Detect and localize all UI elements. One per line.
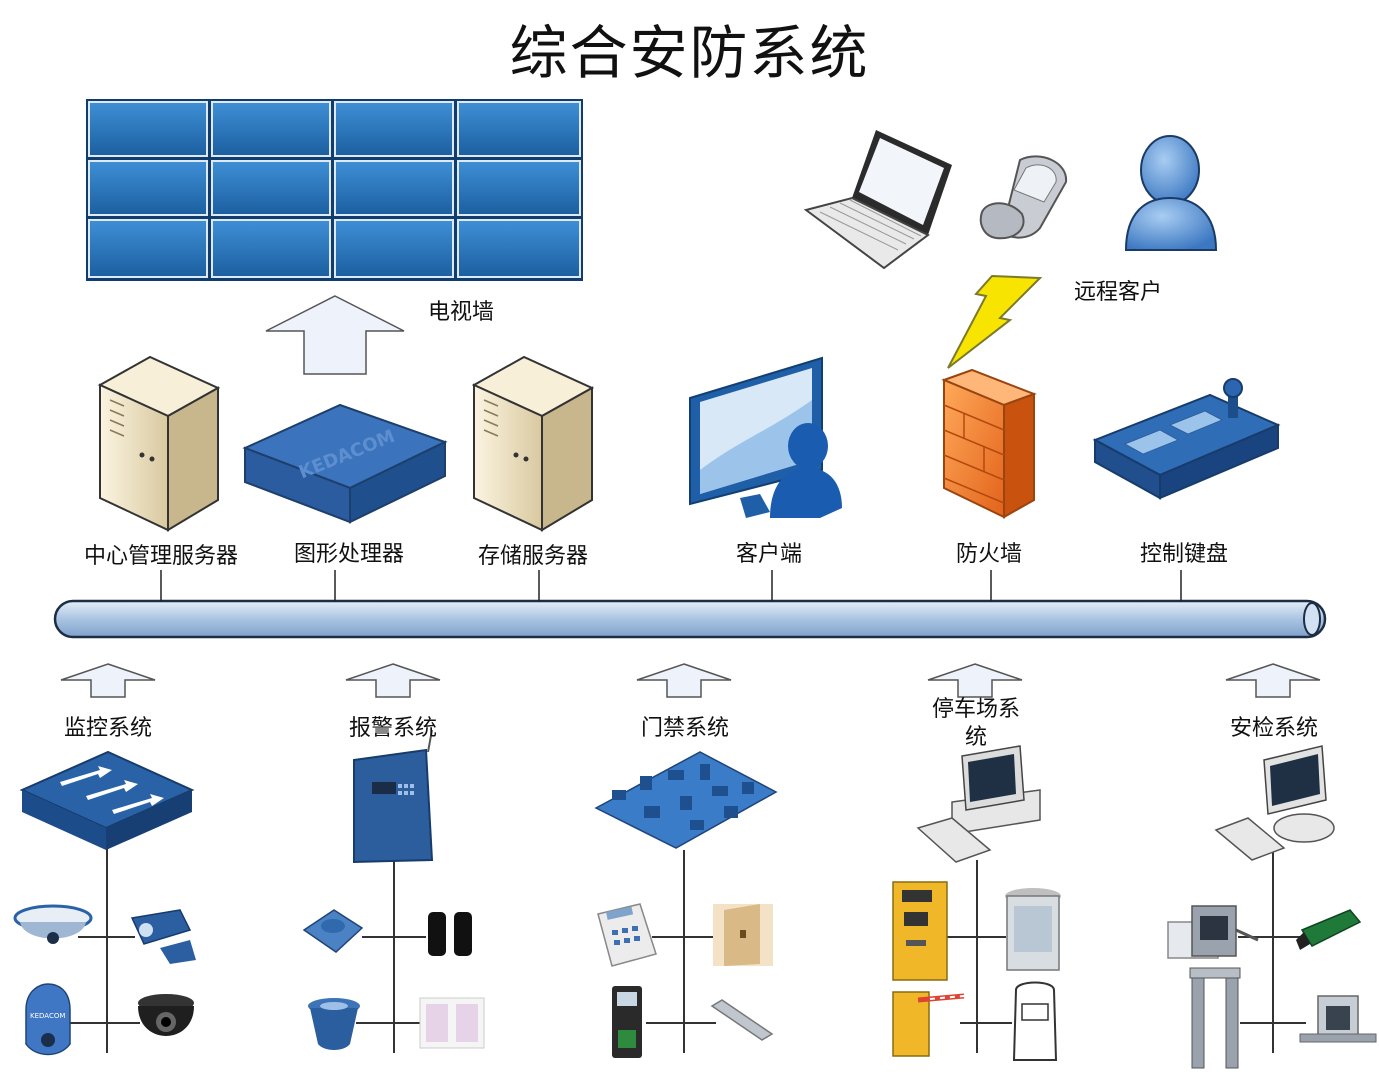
electric-lock-icon: [710, 999, 774, 1041]
server-icon: [471, 355, 595, 532]
up-arrow-monitoring: [60, 663, 156, 698]
label-access-control: 门禁系统: [640, 716, 730, 741]
user-icon: [1124, 135, 1218, 251]
label-remote-client: 远程客户: [1074, 280, 1163, 305]
desktop-computer-icon: [1214, 745, 1335, 861]
subsystem-wiring: [70, 842, 1306, 1053]
label-control-keyboard: 控制键盘: [1139, 542, 1229, 567]
server-icon: [97, 355, 221, 532]
barrier-gate-icon: [892, 991, 965, 1057]
pir-detector-icon: [419, 997, 485, 1049]
laptop-icon: [803, 130, 952, 270]
ticket-machine-icon: [892, 881, 948, 981]
metal-detector-wand-icon: [1296, 909, 1362, 950]
label-center-server: 中心管理服务器: [83, 544, 239, 569]
label-parking: 停车场系统: [931, 697, 1020, 750]
network-bus: [53, 599, 1327, 639]
up-arrow-parking: [927, 663, 1023, 698]
up-arrow-security: [1225, 663, 1321, 698]
processor-box-icon: KEDACOM: [242, 403, 448, 524]
diagram-title: 综合安防系统: [509, 19, 870, 87]
mobile-phone-icon: [979, 155, 1068, 240]
up-arrow-alarm: [345, 663, 441, 698]
label-monitoring: 监控系统: [63, 716, 153, 741]
panic-button-icon: [302, 909, 364, 953]
alarm-panel-icon: [353, 729, 434, 864]
car-icon: [1012, 981, 1058, 1061]
ir-camera-icon: [138, 994, 194, 1036]
beam-detector-icon: [428, 912, 472, 956]
video-wall-icon: [86, 99, 583, 281]
up-arrow-access: [636, 663, 732, 698]
label-firewall: 防火墙: [955, 542, 1023, 567]
guard-booth-icon: [1005, 888, 1061, 971]
circuit-board-icon: [594, 751, 778, 849]
ptz-keyboard-icon: [1092, 378, 1281, 500]
baggage-scanner-icon: [1299, 995, 1377, 1043]
lightning-icon: [947, 274, 1043, 369]
label-client: 客户端: [735, 542, 803, 567]
camera-brand: KEDACOM: [30, 1012, 65, 1020]
label-graphics-processor: 图形处理器: [293, 542, 405, 567]
firewall-icon: [941, 368, 1037, 519]
label-security-check: 安检系统: [1229, 716, 1319, 741]
label-storage-server: 存储服务器: [477, 544, 589, 569]
bus-connectors: [160, 570, 1182, 601]
keypad-reader-icon: [597, 903, 657, 967]
door-icon: [713, 904, 773, 966]
up-arrow-large: [265, 295, 405, 375]
bullet-camera-icon: [130, 909, 196, 964]
speed-dome-camera-icon: KEDACOM: [25, 983, 71, 1056]
network-switch-icon: [19, 750, 195, 850]
desktop-computer-icon: [916, 745, 1041, 863]
label-alarm: 报警系统: [348, 716, 438, 741]
monitor-user-icon: [689, 356, 842, 518]
walkthrough-detector-icon: [1189, 967, 1241, 1069]
siren-icon: [308, 998, 360, 1050]
fingerprint-reader-icon: [612, 986, 642, 1058]
xray-scanner-icon: [1167, 905, 1259, 959]
label-tv-wall: 电视墙: [428, 300, 495, 325]
dome-camera-icon: [13, 904, 93, 944]
